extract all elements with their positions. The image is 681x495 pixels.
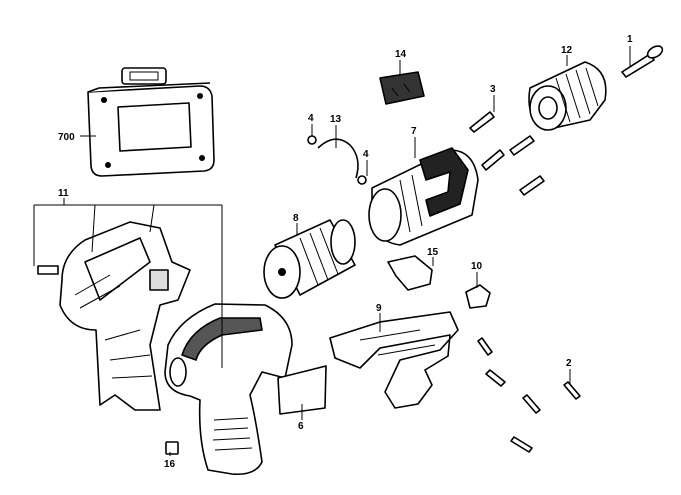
gearbox	[368, 147, 479, 246]
callout-p15: 15	[427, 247, 439, 258]
spring-wire	[317, 138, 359, 179]
chuck	[528, 61, 607, 131]
callout-p13: 13	[330, 114, 342, 125]
callout-p16: 16	[164, 459, 176, 470]
switch-assembly	[329, 311, 459, 409]
chuck-screw	[621, 45, 664, 78]
callout-p9: 9	[376, 303, 382, 314]
callout-p1: 1	[627, 34, 633, 45]
callout-p6: 6	[298, 421, 304, 432]
callout-p10: 10	[471, 261, 483, 272]
housing-halves	[37, 221, 191, 411]
contact-bottom	[357, 175, 367, 185]
main-housing	[164, 303, 293, 476]
label-sticker	[277, 365, 327, 415]
part-callouts: 1 2 3 4 4 6 7 8 9 10 11 12 13 14 15 16 7…	[58, 34, 633, 470]
screws	[469, 111, 581, 453]
callout-p14: 14	[395, 49, 407, 60]
callout-p3: 3	[490, 84, 496, 95]
callout-p2: 2	[566, 358, 572, 369]
leader-lines	[33, 46, 631, 456]
clip-part	[465, 284, 491, 309]
callout-p8: 8	[293, 213, 299, 224]
small-clip	[165, 441, 179, 455]
reverse-button	[387, 255, 433, 291]
callout-p7: 7	[411, 126, 417, 137]
callout-p4b: 4	[363, 149, 369, 160]
callout-p12: 12	[561, 45, 573, 56]
callout-p4a: 4	[308, 113, 314, 124]
contact-top	[307, 135, 317, 145]
callout-p11: 11	[58, 188, 69, 199]
callout-p700: 700	[58, 132, 75, 143]
carrying-case	[87, 67, 215, 177]
switch-cap	[379, 71, 425, 105]
motor	[263, 219, 356, 299]
